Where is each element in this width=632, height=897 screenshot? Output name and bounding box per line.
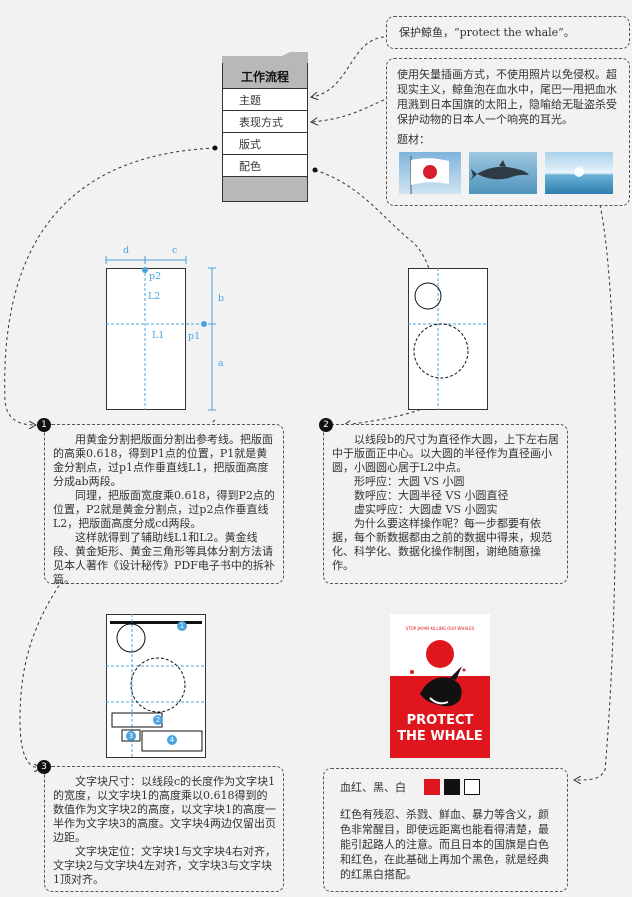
step-1-para-1: 用黄金分割把版面分割出参考线。把版面的高乘0.618，得到P1点的位置，P1就是… [53, 433, 273, 488]
swatch-red [424, 779, 440, 795]
step-2-number: 2 [319, 418, 333, 432]
diagram-2-circles [408, 268, 488, 410]
diagram-1-guides [105, 256, 216, 411]
step-2-line-3: 数呼应：大圆半径 VS 小圆直径 [354, 489, 509, 502]
thumb-japan-flag [399, 152, 461, 194]
workflow-item-theme: 主题 [222, 88, 308, 111]
color-text: 红色有残忍、杀戮、鲜血、暴力等含义，颜色非常醒目，即使远距离也能看得清楚，最能引… [340, 808, 549, 881]
label-a: a [218, 358, 224, 369]
step-3-box: 文字块尺寸：以线段c的长度作为文字块1的宽度，以文字块1的高度乘以0.618得到… [44, 766, 284, 892]
diagram-3-layout [106, 614, 206, 758]
thumb-dolphin [469, 152, 537, 194]
step-3-para-2: 文字块定位：文字块1与文字块4右对齐，文字块2与文字块4左对齐，文字块3与文字块… [53, 845, 276, 886]
label-c: c [172, 245, 178, 256]
step-3-number: 3 [37, 760, 51, 774]
step-3-para-1: 文字块尺寸：以线段c的长度作为文字块1的宽度，以文字块1的高度乘以0.618得到… [53, 775, 276, 844]
material-label: 题材： [397, 133, 430, 146]
step-1-para-2: 同理，把版面宽度乘0.618，得到P2点的位置，P2就是黄金分割点，过p2点作垂… [53, 489, 275, 530]
workflow-item-layout: 版式 [222, 132, 308, 155]
theme-note: 保护鲸鱼，“protect the whale”。 [386, 16, 630, 49]
style-note-text: 使用矢量插画方式，不使用照片以免侵权。超现实主义，鲸鱼泡在血水中，尾巴一甩把血水… [397, 68, 617, 126]
step-2-line-2: 形呼应：大圆 VS 小圆 [354, 475, 465, 488]
label-b: b [218, 293, 225, 304]
poster-title-1: PROTECT [406, 713, 474, 728]
poster-small-text: STOP JAPAN KILLING OUR WHALES [405, 626, 475, 631]
block-number-4: 4 [167, 735, 177, 745]
workflow-table: 工作流程 主题 表现方式 版式 配色 [222, 52, 308, 202]
workflow-item-color: 配色 [222, 154, 308, 177]
step-1-text: 用黄金分割把版面分割出参考线。把版面的高乘0.618，得到P1点的位置，P1就是… [53, 433, 277, 587]
label-l1: L1 [152, 330, 165, 341]
theme-note-text: 保护鲸鱼，“protect the whale”。 [399, 26, 575, 39]
step-2-line-5: 为什么要这样操作呢？每一步都要有依据，每个新数据都由之前的数据中得来，规范化、科… [332, 517, 552, 572]
swatch-white [464, 779, 480, 795]
swatch-black [444, 779, 460, 795]
block-number-1: 1 [177, 621, 187, 631]
step-1-number: 1 [37, 418, 51, 432]
label-d: d [123, 245, 130, 256]
japan-flag-icon [410, 156, 449, 194]
step-2-line-4: 虚实呼应：大圆虚 VS 小圆实 [354, 503, 498, 516]
workflow-title: 工作流程 [222, 62, 308, 89]
color-box: 血红、黑、白 红色有残忍、杀戮、鲜血、暴力等含义，颜色非常醒目，即使远距离也能看… [323, 768, 568, 892]
poster-art [390, 640, 490, 758]
step-2-box: 以线段b的尺寸为直径作大圆，上下左右居中于版面正中心。以大圆的半径作为直径画小圆… [323, 424, 568, 584]
workflow-bottom-bar [222, 177, 308, 202]
step-1-box: 用黄金分割把版面分割出参考线。把版面的高乘0.618，得到P1点的位置，P1就是… [44, 424, 284, 587]
poster-title-2: THE WHALE [397, 729, 483, 744]
thumb-ocean [545, 152, 613, 194]
diagram-3-page [106, 614, 206, 758]
diagram-1-page [106, 268, 186, 410]
block-number-3: 3 [126, 731, 136, 741]
step-2-line-1: 以线段b的尺寸为直径作大圆，上下左右居中于版面正中心。以大圆的半径作为直径画小圆… [332, 433, 560, 474]
poster: STOP JAPAN KILLING OUR WHALES PROTECT TH… [390, 614, 490, 758]
label-l2: L2 [148, 291, 161, 302]
step-3-text: 文字块尺寸：以线段c的长度作为文字块1的宽度，以文字块1的高度乘以0.618得到… [53, 775, 277, 887]
style-note: 使用矢量插画方式，不使用照片以免侵权。超现实主义，鲸鱼泡在血水中，尾巴一甩把血水… [386, 58, 630, 206]
label-p2: p2 [149, 271, 162, 282]
color-label: 血红、黑、白 [340, 781, 406, 794]
dolphin-icon [470, 160, 529, 181]
block-number-2: 2 [153, 715, 163, 725]
workflow-torn-top [222, 52, 308, 63]
workflow-item-expression: 表现方式 [222, 110, 308, 133]
step-1-para-3: 这样就得到了辅助线L1和L2。黄金线段、黄金矩形、黄金三角形等具体分割方法请见本… [53, 531, 275, 586]
diagram-2-page [408, 268, 488, 410]
step-2-text: 以线段b的尺寸为直径作大圆，上下左右居中于版面正中心。以大圆的半径作为直径画小圆… [332, 433, 562, 573]
sun-icon [574, 167, 584, 177]
label-p1: p1 [188, 331, 201, 342]
